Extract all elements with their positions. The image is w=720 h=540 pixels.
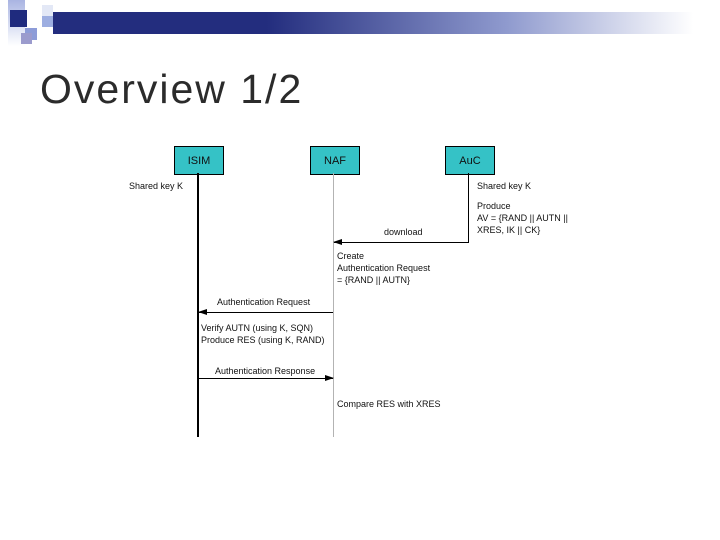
actor-box-naf: NAF (310, 146, 360, 175)
note-verify-line1: Verify AUTN (using K, SQN) (201, 323, 314, 333)
arrow-download-auc-to-naf (333, 239, 469, 245)
lifeline-isim (197, 173, 199, 437)
actor-label-auc: AuC (459, 154, 481, 167)
arrow-auth-request-naf-to-isim (198, 309, 333, 315)
note-verify-line2: Produce RES (using K, RAND) (201, 335, 325, 345)
arrowhead-left-icon (198, 309, 207, 315)
arrowhead-left-icon (333, 239, 342, 245)
arrowhead-right-icon (325, 375, 334, 381)
message-label-auth-request: Authentication Request (217, 296, 311, 308)
note-create-request: Create Authentication Request = {RAND ||… (337, 250, 431, 286)
note-shared-key-auc: Shared key K (477, 180, 532, 192)
note-create-request-line1: Create (337, 251, 365, 261)
note-verify-produce: Verify AUTN (using K, SQN) Produce RES (… (201, 322, 325, 346)
note-create-request-line3: = {RAND || AUTN} (337, 275, 410, 285)
note-produce-av-line1: Produce (477, 201, 511, 211)
actor-label-isim: ISIM (187, 154, 211, 167)
actor-label-naf: NAF (324, 154, 346, 167)
actor-box-isim: ISIM (174, 146, 224, 175)
note-compare-res: Compare RES with XRES (337, 398, 441, 410)
arrow-auth-response-isim-to-naf (199, 375, 334, 381)
actor-box-auc: AuC (445, 146, 495, 175)
note-produce-av: Produce AV = {RAND || AUTN || XRES, IK |… (477, 200, 568, 236)
slide-title: Overview 1/2 (40, 66, 304, 112)
message-label-download: download (384, 226, 423, 238)
note-produce-av-line2: AV = {RAND || AUTN || (477, 213, 568, 223)
deco-square-purple (21, 33, 32, 44)
deco-square-medium (42, 16, 53, 27)
deco-navy-square (10, 10, 27, 27)
lifeline-auc (468, 173, 469, 243)
deco-horizontal-bar (53, 12, 720, 34)
note-shared-key-isim: Shared key K (129, 180, 184, 192)
message-label-auth-response: Authentication Response (215, 365, 316, 377)
note-create-request-line2: Authentication Request (337, 263, 431, 273)
deco-square-light (42, 5, 53, 16)
lifeline-naf (333, 173, 334, 437)
note-produce-av-line3: XRES, IK || CK} (477, 225, 541, 235)
